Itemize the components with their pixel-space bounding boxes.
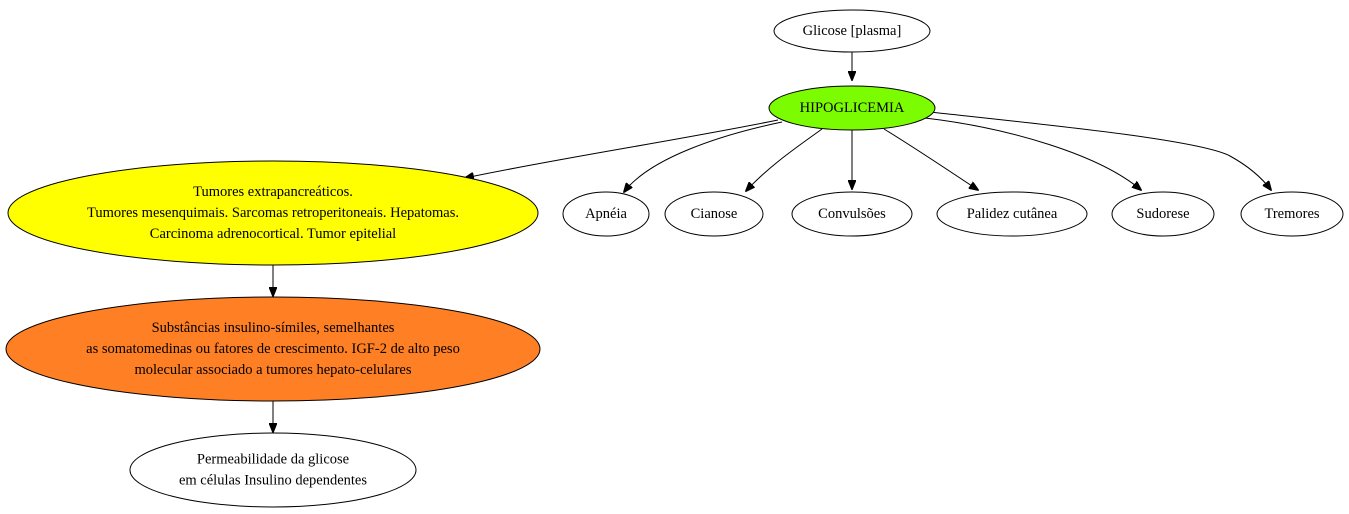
node-label-line: Substâncias insulino-símiles, semelhante… [152, 320, 395, 336]
svg-text:Sudorese: Sudorese [1136, 206, 1189, 222]
svg-text:Glicose [plasma]: Glicose [plasma] [803, 23, 902, 39]
node-label-line: Tremores [1264, 206, 1319, 222]
node-label-line: Palidez cutânea [967, 206, 1058, 222]
edge-hipoglicemia-palidez [883, 128, 978, 190]
node-hipoglicemia: HIPOGLICEMIA [768, 85, 936, 131]
svg-text:Convulsões: Convulsões [818, 206, 886, 222]
node-label-line: Carcinoma adrenocortical. Tumor epitelia… [150, 226, 396, 242]
node-label-line: Cianose [691, 206, 738, 222]
node-label-line: HIPOGLICEMIA [800, 100, 905, 116]
node-substancias: Substâncias insulino-símiles, semelhante… [5, 296, 541, 402]
svg-text:Palidez cutânea: Palidez cutânea [967, 206, 1058, 222]
node-label-line: Tumores extrapancreáticos. [193, 184, 353, 200]
svg-text:Cianose: Cianose [691, 206, 738, 222]
svg-text:Tumores extrapancreáticos.Tumo: Tumores extrapancreáticos. Tumores mesenq… [87, 184, 459, 242]
node-tremores: Tremores [1240, 191, 1344, 237]
node-label-line: as somatomedinas ou fatores de crescimen… [86, 341, 460, 357]
node-apneia: Apnéia [562, 191, 650, 237]
node-label-line: em células Insulino dependentes [179, 473, 367, 489]
edge-hipoglicemia-sudorese [924, 117, 1141, 190]
node-label-line: molecular associado a tumores hepato-cel… [135, 362, 412, 378]
edge-hipoglicemia-tremores [929, 111, 1271, 190]
node-label-line: Sudorese [1136, 206, 1189, 222]
edge-hipoglicemia-cianose [746, 128, 823, 191]
node-sudorese: Sudorese [1111, 191, 1215, 237]
svg-text:Substâncias insulino-símiles,: Substâncias insulino-símiles, semelhante… [86, 320, 460, 378]
node-permeabilidade: Permeabilidade da glicose em células Insu… [129, 432, 417, 508]
node-convulsoes: Convulsões [791, 191, 913, 237]
node-palidez: Palidez cutânea [936, 191, 1088, 237]
node-cianose: Cianose [664, 191, 764, 237]
node-glicose: Glicose [plasma] [773, 9, 931, 53]
edge-hipoglicemia-tumores [465, 119, 779, 178]
node-label-line: Convulsões [818, 206, 886, 222]
node-label-line: Tumores mesenquimais. Sarcomas retroperi… [87, 205, 459, 221]
svg-text:Apnéia: Apnéia [585, 206, 627, 222]
node-label-line: Apnéia [585, 206, 627, 222]
svg-text:Tremores: Tremores [1264, 206, 1319, 222]
edge-hipoglicemia-apneia [624, 121, 783, 192]
node-tumores: Tumores extrapancreáticos. Tumores mesenq… [7, 160, 539, 266]
svg-text:HIPOGLICEMIA: HIPOGLICEMIA [800, 100, 905, 116]
edges [273, 52, 1271, 432]
node-label-line: Permeabilidade da glicose [197, 452, 349, 468]
node-label-line: Glicose [plasma] [803, 23, 902, 39]
